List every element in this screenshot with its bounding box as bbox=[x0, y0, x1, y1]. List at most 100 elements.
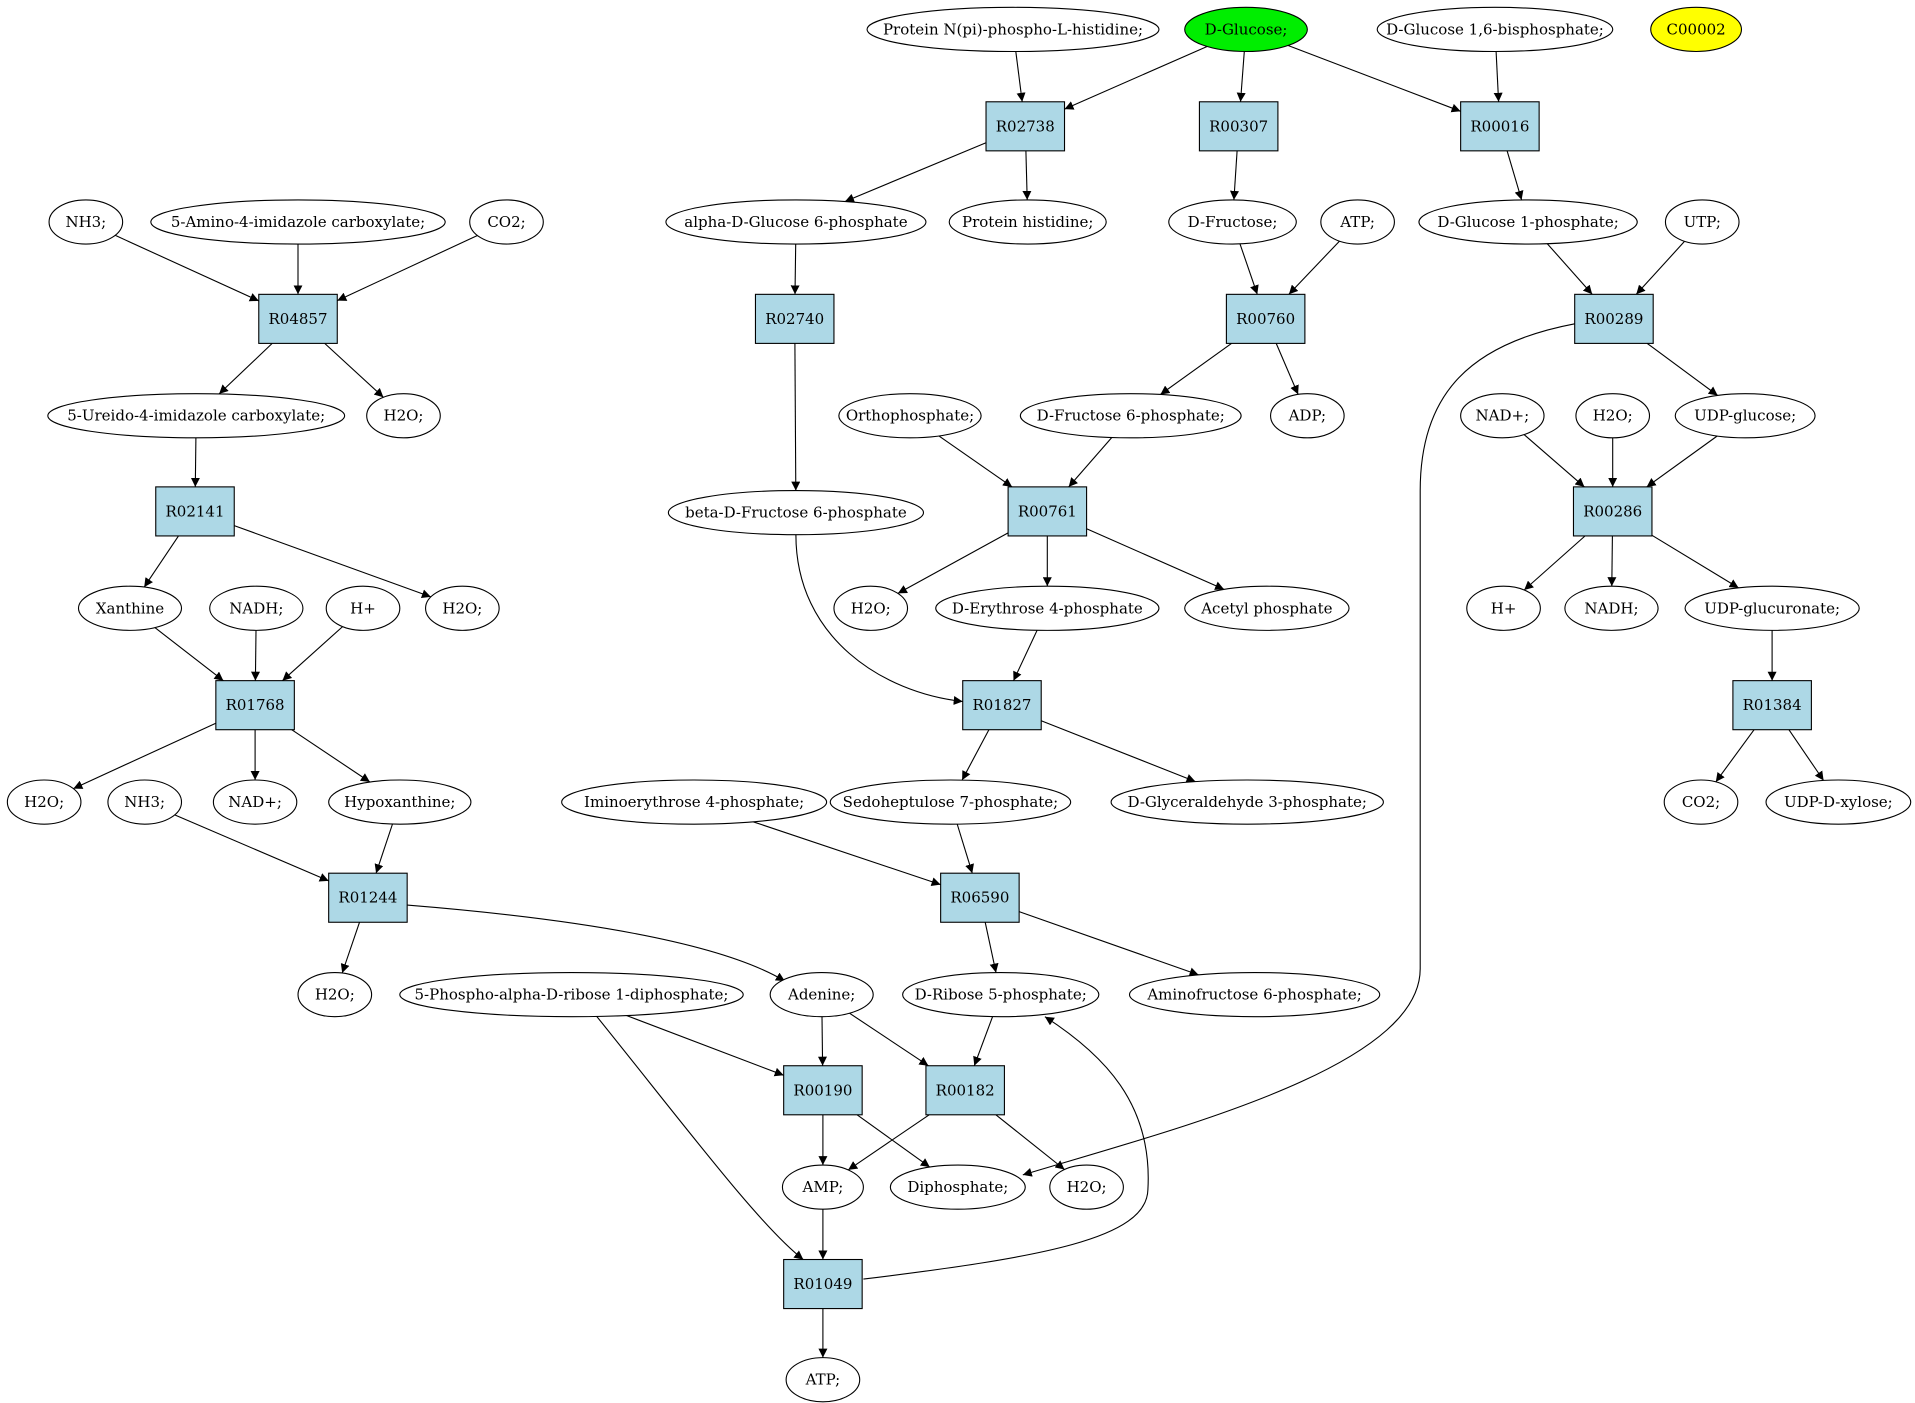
compound-ellipse bbox=[366, 393, 441, 439]
reaction-node: R04857 bbox=[258, 293, 338, 344]
compound-node: CO2; bbox=[469, 199, 544, 245]
reaction-label: R06590 bbox=[950, 889, 1009, 907]
edge-arrow bbox=[1523, 535, 1586, 591]
compound-label: D-Glucose; bbox=[1205, 20, 1288, 38]
compound-node: UDP-glucuronate; bbox=[1684, 585, 1860, 631]
edge-arrow bbox=[1013, 630, 1038, 681]
compound-label: UDP-D-xylose; bbox=[1784, 793, 1893, 811]
compound-node: Diphosphate; bbox=[889, 1164, 1026, 1210]
compound-label: Acetyl phosphate bbox=[1200, 599, 1332, 617]
compound-ellipse bbox=[769, 971, 874, 1018]
compound-node: 5-Phospho-alpha-D-ribose 1-diphosphate; bbox=[399, 971, 744, 1018]
reaction-node: R00016 bbox=[1460, 101, 1540, 152]
compound-label: Protein N(pi)-phospho-L-histidine; bbox=[883, 20, 1143, 38]
edge-arrow bbox=[856, 1114, 931, 1168]
edge-arrow bbox=[1275, 343, 1299, 395]
edge-arrow bbox=[218, 343, 273, 395]
compound-ellipse bbox=[325, 585, 401, 631]
compound-label: C00002 bbox=[1667, 20, 1726, 38]
compound-node: D-Fructose 6-phosphate; bbox=[1019, 393, 1242, 439]
edge-arrow bbox=[973, 1016, 994, 1066]
compound-label: NADH; bbox=[1584, 599, 1638, 617]
edge-arrow bbox=[73, 722, 217, 790]
compound-node: Hypoxanthine; bbox=[328, 779, 472, 825]
compound-node: CO2; bbox=[1663, 779, 1739, 825]
reaction-node: R01827 bbox=[962, 680, 1042, 731]
compound-label: D-Glucose 1,6-bisphosphate; bbox=[1386, 20, 1604, 38]
edge-arrow bbox=[1646, 342, 1719, 396]
compound-label: Xanthine bbox=[96, 599, 164, 617]
reaction-label: R00182 bbox=[936, 1081, 995, 1099]
compound-ellipse bbox=[1019, 393, 1242, 439]
compound-label: beta-D-Fructose 6-phosphate bbox=[685, 504, 907, 522]
reaction-label: R00307 bbox=[1209, 117, 1268, 135]
compound-label: H2O; bbox=[1067, 1178, 1107, 1196]
compound-ellipse bbox=[1765, 779, 1912, 825]
compound-node: NH3; bbox=[107, 779, 183, 825]
compound-node: H+ bbox=[325, 585, 401, 631]
reaction-label: R02740 bbox=[765, 310, 824, 328]
compound-label: 5-Ureido-4-imidazole carboxylate; bbox=[67, 407, 325, 425]
compound-node: NAD+; bbox=[1460, 393, 1545, 439]
compound-node: NH3; bbox=[48, 199, 124, 245]
compound-ellipse bbox=[107, 779, 183, 825]
reaction-label: R00190 bbox=[793, 1081, 852, 1099]
compound-node: C00002 bbox=[1650, 6, 1743, 53]
compound-node: NADH; bbox=[209, 585, 304, 631]
compound-node: UDP-glucose; bbox=[1674, 393, 1816, 439]
compound-ellipse bbox=[1270, 393, 1345, 439]
reaction-node: R01768 bbox=[215, 680, 295, 731]
compound-node: AMP; bbox=[781, 1164, 864, 1210]
compound-ellipse bbox=[948, 199, 1107, 245]
compound-label: UDP-glucuronate; bbox=[1704, 599, 1840, 617]
reaction-node: R02740 bbox=[754, 293, 835, 344]
compound-ellipse bbox=[6, 779, 82, 825]
edge-arrow bbox=[1022, 323, 1575, 1177]
compound-ellipse bbox=[399, 971, 744, 1018]
compound-ellipse bbox=[1184, 585, 1350, 631]
compound-ellipse bbox=[1466, 585, 1541, 631]
compound-ellipse bbox=[1663, 779, 1739, 825]
reaction-node: R00182 bbox=[925, 1065, 1005, 1116]
edge-arrow bbox=[1239, 243, 1259, 295]
compound-node: H2O; bbox=[425, 585, 500, 631]
compound-node: NAD+; bbox=[212, 779, 298, 825]
compound-ellipse bbox=[212, 779, 298, 825]
reaction-label: R00760 bbox=[1236, 310, 1295, 328]
compound-ellipse bbox=[150, 199, 446, 245]
compound-label: H2O; bbox=[1593, 407, 1633, 425]
reaction-box bbox=[1225, 293, 1306, 344]
reaction-box bbox=[215, 680, 295, 731]
edge-arrow bbox=[1160, 342, 1232, 395]
compound-node: H2O; bbox=[366, 393, 441, 439]
reaction-node: R00761 bbox=[1007, 486, 1088, 537]
compound-ellipse bbox=[425, 585, 500, 631]
edge-arrow bbox=[897, 532, 1009, 594]
compound-node: D-Fructose; bbox=[1168, 199, 1297, 245]
compound-ellipse bbox=[866, 6, 1160, 53]
compound-label: CO2; bbox=[1682, 793, 1720, 811]
edge-arrow bbox=[1506, 150, 1524, 201]
compound-ellipse bbox=[935, 585, 1160, 631]
reaction-box bbox=[1574, 293, 1654, 344]
compound-ellipse bbox=[1184, 6, 1308, 53]
compound-ellipse bbox=[1460, 393, 1545, 439]
edge-arrow bbox=[844, 142, 987, 203]
edge-arrow bbox=[1287, 44, 1461, 113]
edge-arrow bbox=[143, 535, 179, 588]
compound-node: Protein N(pi)-phospho-L-histidine; bbox=[866, 6, 1160, 53]
edge-arrow bbox=[1236, 51, 1246, 102]
compound-ellipse bbox=[833, 585, 909, 631]
reaction-label: R02141 bbox=[165, 502, 224, 520]
compound-node: D-Glucose 1-phosphate; bbox=[1418, 199, 1638, 245]
edge-arrow bbox=[1493, 51, 1503, 102]
edge-arrow bbox=[817, 1016, 827, 1066]
reaction-node: R02738 bbox=[985, 101, 1066, 152]
reaction-box bbox=[783, 1258, 863, 1310]
compound-ellipse bbox=[1128, 971, 1381, 1018]
compound-label: H2O; bbox=[383, 407, 423, 425]
reaction-label: R01244 bbox=[338, 889, 397, 907]
edges-layer bbox=[73, 44, 1825, 1358]
compound-node: H+ bbox=[1466, 585, 1541, 631]
compound-node: Aminofructose 6-phosphate; bbox=[1128, 971, 1381, 1018]
